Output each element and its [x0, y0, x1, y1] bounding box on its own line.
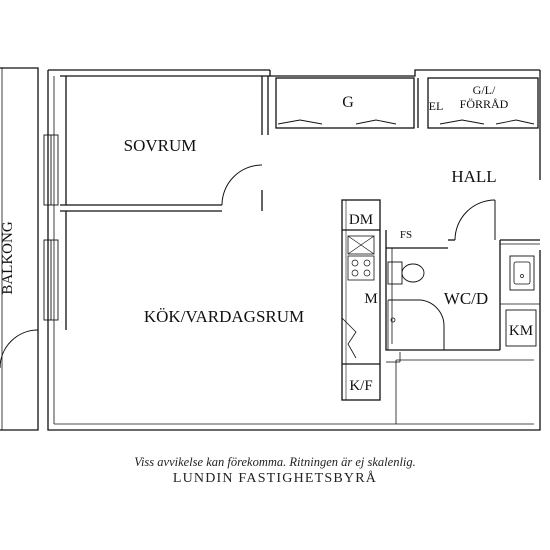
room-label-g-forrad-2: FÖRRÅD: [460, 97, 509, 111]
kitchen-cabinets: [341, 199, 381, 401]
room-label-m: M: [364, 291, 377, 307]
bedroom-walls: [60, 75, 270, 212]
closets: [275, 77, 539, 129]
room-label-dm: DM: [349, 212, 373, 228]
km-area: [448, 239, 540, 350]
window-kitchen: [43, 239, 59, 321]
window-bedroom: [43, 134, 59, 206]
bathroom: [385, 230, 500, 363]
hall-door: [454, 199, 496, 241]
room-label-balkong: BALKONG: [0, 221, 16, 294]
room-label-g-forrad-1: G/L/: [473, 83, 496, 97]
room-label-kok-vardagsrum: KÖK/VARDAGSRUM: [144, 307, 304, 326]
balcony: [0, 67, 39, 431]
room-label-sovrum: SOVRUM: [124, 136, 197, 155]
outer-walls: [47, 69, 541, 431]
room-label-el: EL: [429, 99, 444, 113]
room-label-k-f: K/F: [349, 378, 372, 394]
room-label-hall: HALL: [451, 167, 496, 186]
room-label-km: KM: [509, 323, 533, 339]
floor-plan: SOVRUM G EL G/L/ FÖRRÅD HALL BALKONG DM …: [0, 67, 541, 431]
brand-name: LUNDIN FASTIGHETSBYRÅ: [172, 471, 378, 486]
room-label-g: G: [342, 94, 354, 111]
room-label-fs: FS: [400, 229, 412, 241]
room-label-wc-d: WC/D: [444, 289, 488, 308]
disclaimer-note: Viss avvikelse kan förekomma. Ritningen …: [134, 455, 416, 469]
